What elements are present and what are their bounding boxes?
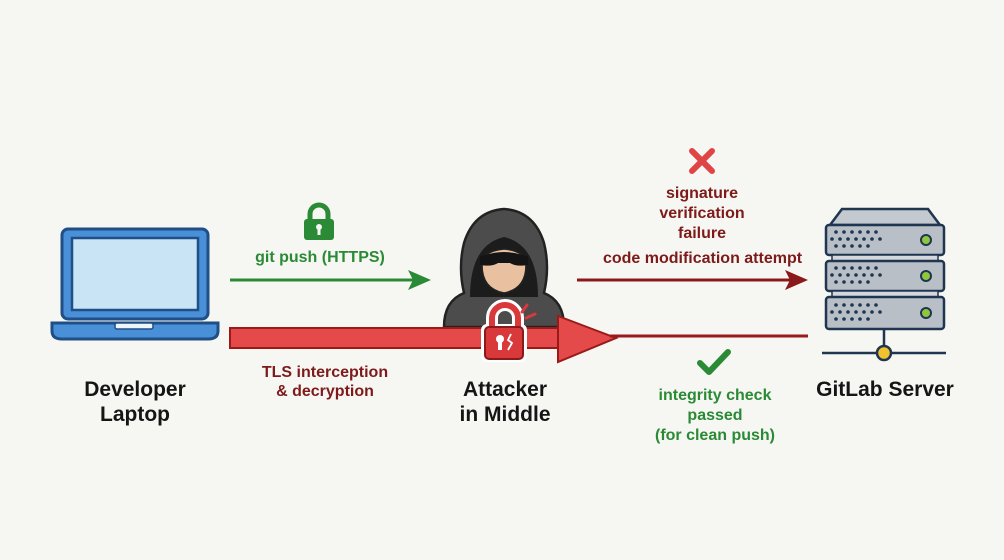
- laptop-label: Developer Laptop: [60, 377, 210, 427]
- laptop-label-line1: Developer: [84, 378, 186, 401]
- server-vent-dot: [830, 310, 834, 314]
- server-vent-dot: [858, 244, 862, 248]
- server-vent-dot: [834, 244, 838, 248]
- server-vent-dot: [846, 237, 850, 241]
- integrity-label-line3: (for clean push): [654, 427, 775, 444]
- server-vent-dot: [858, 230, 862, 234]
- server-vent-dot: [862, 310, 866, 314]
- server-vent-dot: [866, 244, 870, 248]
- tls-interception-label: TLS interception & decryption: [240, 363, 410, 401]
- server-vent-dot: [858, 280, 862, 284]
- server-vent-dot: [858, 303, 862, 307]
- server-vent-dot: [850, 303, 854, 307]
- server-vent-dot: [834, 317, 838, 321]
- server-vent-dot: [866, 303, 870, 307]
- server-vent-dot: [874, 230, 878, 234]
- checkmark-icon: [697, 349, 731, 375]
- signature-label-line3: failure: [677, 225, 726, 242]
- server-icon: [822, 207, 946, 362]
- server-vent-dot: [874, 303, 878, 307]
- server-vent-dot: [834, 280, 838, 284]
- server-vent-dot: [866, 230, 870, 234]
- laptop-icon: [50, 227, 220, 341]
- server-unit-1: [824, 223, 946, 257]
- server-vent-dot: [850, 266, 854, 270]
- server-vent-dot: [874, 266, 878, 270]
- attacker-label-line1: Attacker: [462, 378, 548, 401]
- server-unit-3: [824, 295, 946, 331]
- server-vent-dot: [834, 230, 838, 234]
- server-vent-dot: [838, 310, 842, 314]
- signature-failure-label: signature verification failure: [622, 184, 782, 244]
- server-vent-dot: [858, 266, 862, 270]
- x-mark-icon: [689, 148, 715, 174]
- code-modification-label: code modification attempt: [602, 250, 803, 267]
- server-vent-dot: [866, 266, 870, 270]
- signature-label-line1: signature: [665, 185, 738, 202]
- laptop-label-line2: Laptop: [100, 403, 170, 426]
- tls-interception-arrow: [229, 314, 619, 364]
- server-vent-dot: [834, 266, 838, 270]
- lock-icon: [304, 202, 334, 240]
- server-vent-dot: [870, 237, 874, 241]
- server-vent-dot: [870, 310, 874, 314]
- server-vent-dot: [834, 303, 838, 307]
- server-vent-dot: [854, 273, 858, 277]
- server-vent-dot: [850, 280, 854, 284]
- server-vent-dot: [850, 230, 854, 234]
- server-vent-dot: [858, 317, 862, 321]
- server-vent-dot: [878, 310, 882, 314]
- server-vent-dot: [866, 280, 870, 284]
- server-vent-dot: [842, 266, 846, 270]
- server-vent-dot: [842, 317, 846, 321]
- server-vent-dot: [846, 273, 850, 277]
- server-vent-dot: [862, 273, 866, 277]
- server-vent-dot: [842, 303, 846, 307]
- server-vent-dot: [846, 310, 850, 314]
- integrity-label-line2: passed: [687, 407, 743, 424]
- integrity-label-line1: integrity check: [658, 387, 772, 404]
- server-unit-2: [824, 259, 946, 293]
- attacker-label: Attacker in Middle: [425, 377, 585, 427]
- tls-label-line2: & decryption: [276, 383, 374, 400]
- broken-lock-icon: [481, 299, 537, 362]
- server-vent-dot: [878, 273, 882, 277]
- server-vent-dot: [838, 237, 842, 241]
- server-vent-dot: [878, 237, 882, 241]
- hooded-attacker-icon: [442, 207, 566, 329]
- server-vent-dot: [866, 317, 870, 321]
- server-vent-dot: [850, 317, 854, 321]
- server-label: GitLab Server: [816, 378, 954, 401]
- server-vent-dot: [870, 273, 874, 277]
- code-modification-arrow: [577, 270, 808, 290]
- server-vent-dot: [830, 273, 834, 277]
- server-vent-dot: [854, 237, 858, 241]
- server-vent-dot: [842, 244, 846, 248]
- attacker-label-line2: in Middle: [459, 403, 551, 426]
- server-vent-dot: [842, 230, 846, 234]
- intercepted-connection-line: [610, 334, 808, 338]
- tls-label-line1: TLS interception: [261, 364, 389, 381]
- git-push-label: git push (HTTPS): [255, 249, 385, 266]
- integrity-check-label: integrity check passed (for clean push): [630, 386, 800, 446]
- signature-label-line2: verification: [659, 205, 745, 222]
- server-vent-dot: [838, 273, 842, 277]
- server-vent-dot: [862, 237, 866, 241]
- server-vent-dot: [830, 237, 834, 241]
- server-vent-dot: [850, 244, 854, 248]
- server-vent-dot: [842, 280, 846, 284]
- server-vent-dot: [854, 310, 858, 314]
- git-push-arrow: [230, 270, 431, 290]
